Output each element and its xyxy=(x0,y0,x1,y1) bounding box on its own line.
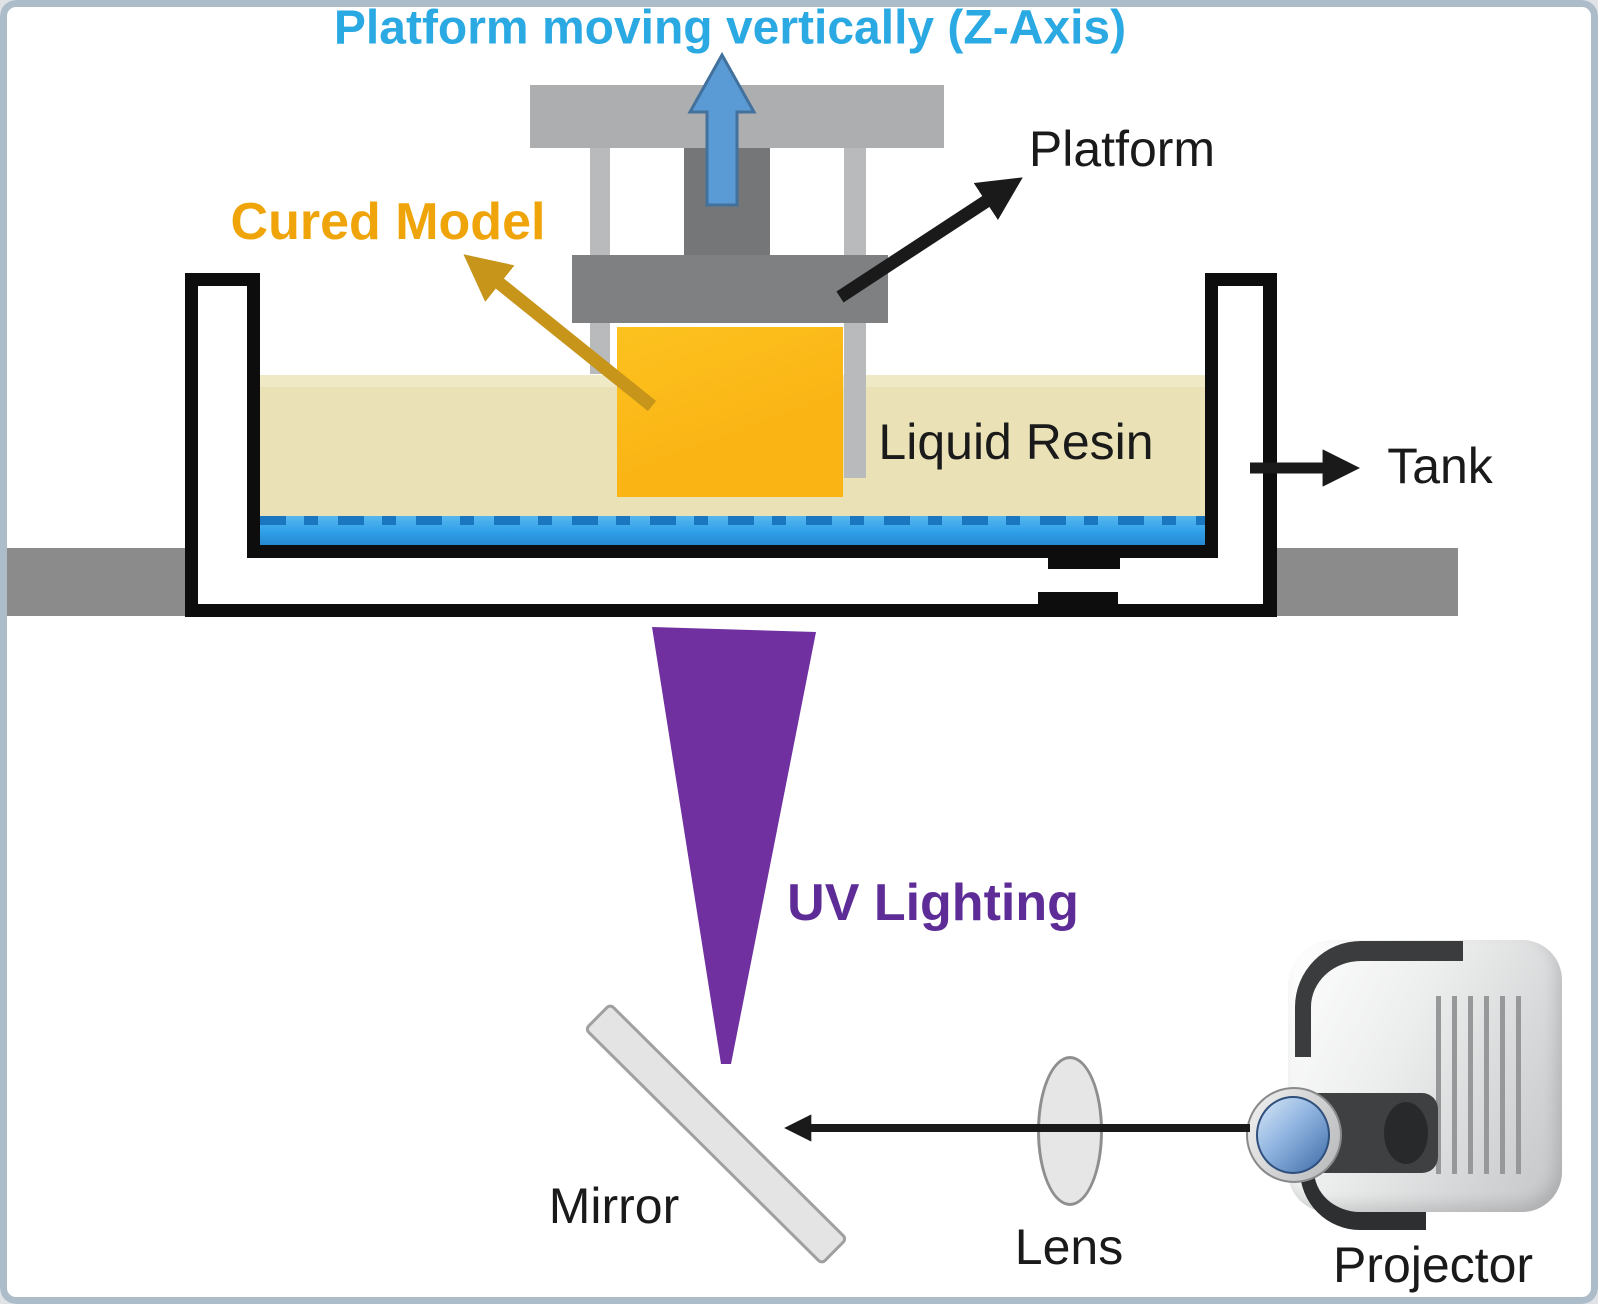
lens-label: Lens xyxy=(1014,1219,1124,1275)
z-axis-up-arrow xyxy=(687,51,757,207)
uv-light-cone xyxy=(652,627,816,1064)
tank-inner-wall-left xyxy=(247,273,260,558)
cured-model-arrow xyxy=(463,254,657,412)
tank-outer-bottom xyxy=(185,604,1277,617)
table-band-right xyxy=(1277,548,1458,616)
tank-inner-bottom xyxy=(247,545,1218,558)
tank-wall-cap-right xyxy=(1205,273,1277,286)
cured-model-label: Cured Model xyxy=(230,193,546,251)
platform-plate xyxy=(572,255,888,323)
tank-outer-wall-right xyxy=(1263,273,1277,617)
uv-lighting-label: UV Lighting xyxy=(787,874,1079,932)
platform-arrow xyxy=(836,177,1023,303)
tank-inner-wall-right xyxy=(1205,273,1218,558)
projector-secondary-port xyxy=(1384,1102,1428,1164)
tank-label: Tank xyxy=(1387,438,1493,494)
tank-outer-wall-left xyxy=(185,273,198,617)
cured-model-block xyxy=(617,327,843,497)
projector-vents xyxy=(1436,996,1532,1174)
tank-wall-cap-left xyxy=(185,273,260,286)
tank-bottom-tab-lower xyxy=(1038,592,1118,604)
curing-layer-dashes xyxy=(260,516,1205,525)
liquid-resin-label: Liquid Resin xyxy=(878,414,1154,470)
table-band-left xyxy=(6,548,191,616)
tank-bottom-tab-upper xyxy=(1048,556,1120,569)
mirror-label: Mirror xyxy=(548,1178,680,1234)
projector-label: Projector xyxy=(1332,1237,1534,1293)
projector-lens-glass xyxy=(1256,1096,1330,1174)
diagram-title: Platform moving vertically (Z-Axis) xyxy=(333,1,1127,55)
platform-label: Platform xyxy=(1028,121,1216,177)
